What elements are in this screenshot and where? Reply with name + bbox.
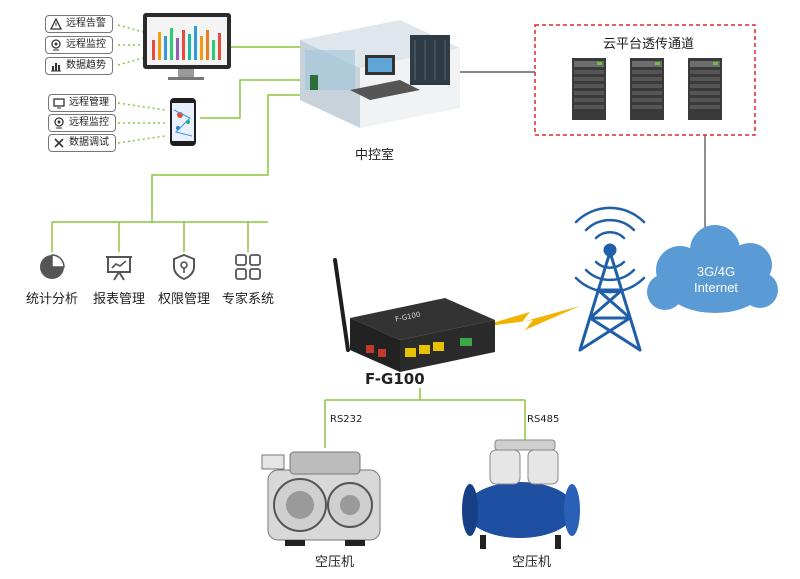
report-board-icon bbox=[106, 256, 132, 281]
cloud-channel-title: 云平台透传通道 bbox=[603, 37, 695, 52]
function-label-1: 统计分析 bbox=[25, 292, 78, 307]
monitor-menu-label-1: 远程告警 bbox=[66, 18, 106, 29]
phone-menu-label-1: 远程管理 bbox=[69, 97, 109, 108]
bar-chart-icon bbox=[50, 60, 62, 72]
link-right-label: RS485 bbox=[527, 414, 560, 425]
monitor-menu-item-1[interactable]: 远程告警 bbox=[45, 15, 113, 33]
function-statistics[interactable]: 统计分析 bbox=[17, 252, 87, 307]
compressor-right-label: 空压机 bbox=[512, 555, 552, 570]
monitor-menu-item-3[interactable]: 数据趋势 bbox=[45, 57, 113, 75]
phone-menu-item-2[interactable]: 远程监控 bbox=[48, 114, 116, 132]
cloud-line-2: Internet bbox=[693, 280, 739, 295]
monitor-menu-label-2: 远程监控 bbox=[66, 39, 106, 50]
phone-menu-label-2: 远程监控 bbox=[69, 117, 109, 128]
monitor-image bbox=[143, 13, 231, 80]
lightning-icon bbox=[475, 306, 580, 330]
function-reports[interactable]: 报表管理 bbox=[84, 252, 154, 307]
server-group bbox=[572, 58, 722, 120]
screen-icon bbox=[53, 97, 65, 109]
function-label-4: 专家系统 bbox=[221, 292, 274, 307]
phone-image bbox=[170, 98, 196, 146]
shield-icon bbox=[173, 253, 195, 281]
monitor-menu-label-3: 数据趋势 bbox=[66, 60, 106, 71]
control-room-image bbox=[300, 20, 460, 128]
router-image bbox=[333, 258, 495, 372]
control-room-label: 中控室 bbox=[355, 148, 395, 163]
warning-icon bbox=[50, 18, 62, 30]
camera-icon bbox=[53, 117, 65, 129]
function-label-3: 权限管理 bbox=[157, 292, 210, 307]
phone-menu-label-3: 数据调试 bbox=[69, 137, 109, 148]
phone-menu-item-3[interactable]: 数据调试 bbox=[48, 134, 116, 152]
compressor-left-image bbox=[261, 451, 381, 546]
router-name: F-G100 bbox=[365, 370, 425, 388]
cell-tower-icon bbox=[574, 206, 646, 352]
phone-menu-item-1[interactable]: 远程管理 bbox=[48, 94, 116, 112]
compressor-right-image bbox=[462, 439, 580, 549]
tools-icon bbox=[53, 137, 65, 149]
function-label-2: 报表管理 bbox=[92, 292, 145, 307]
function-expert-system[interactable]: 专家系统 bbox=[213, 252, 283, 307]
link-left-label: RS232 bbox=[330, 414, 363, 425]
monitor-menu-item-2[interactable]: 远程监控 bbox=[45, 36, 113, 54]
function-permissions[interactable]: 权限管理 bbox=[149, 252, 219, 307]
grid-apps-icon bbox=[235, 254, 261, 280]
cloud-line-1: 3G/4G bbox=[696, 264, 736, 279]
internet-cloud-label: 3G/4G Internet bbox=[664, 264, 768, 296]
cloud-shape bbox=[647, 225, 778, 313]
compressor-left-label: 空压机 bbox=[315, 555, 355, 570]
pie-chart-icon bbox=[40, 254, 65, 279]
camera-icon bbox=[50, 39, 62, 51]
